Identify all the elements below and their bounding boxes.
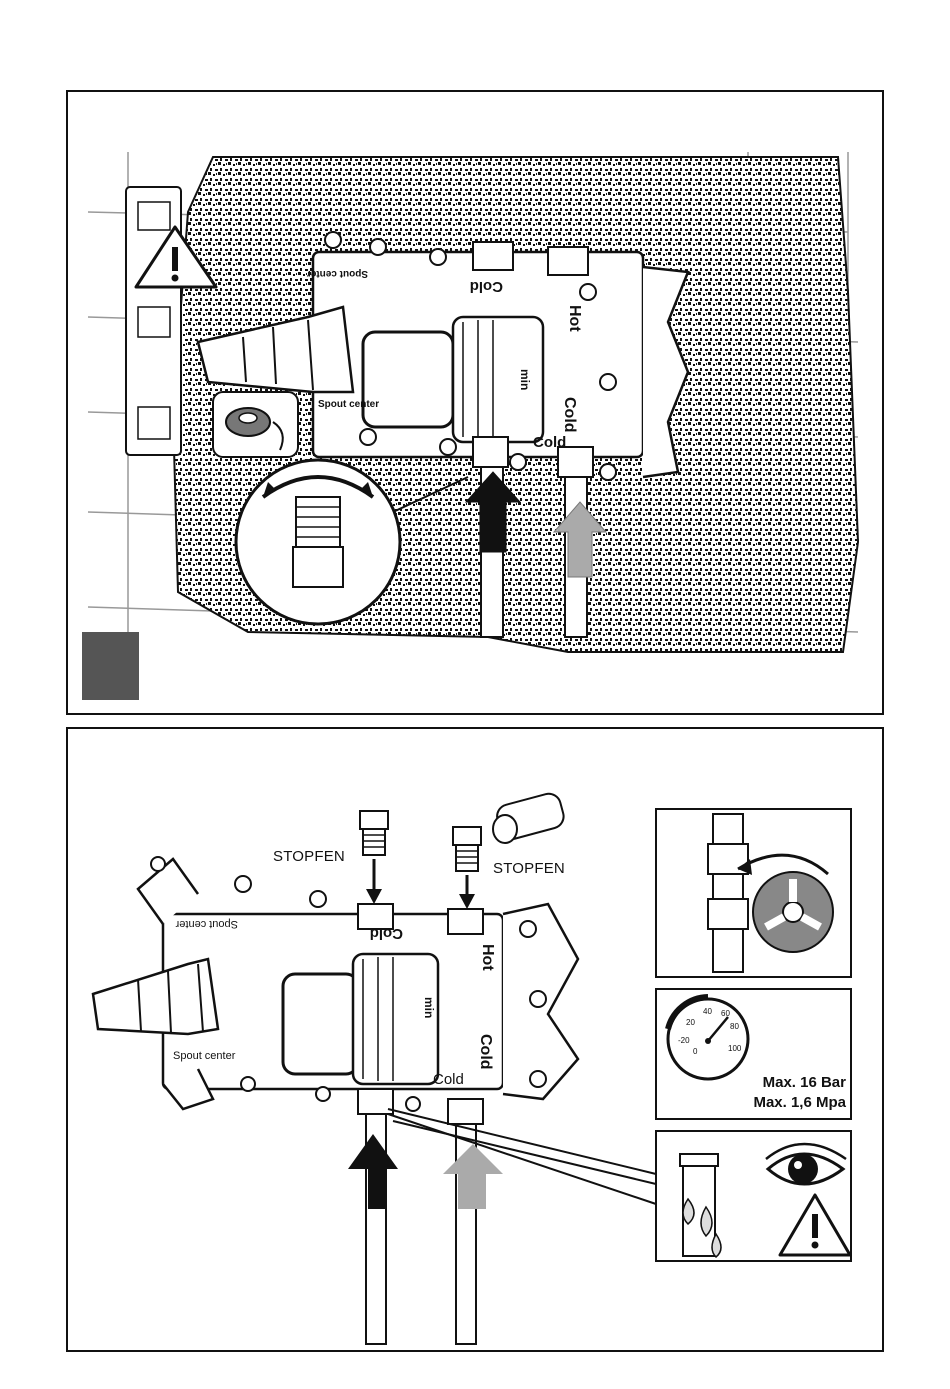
thread-tape-icon (213, 392, 298, 457)
label-stopfen-left: STOPFEN (273, 848, 345, 865)
mixer-body (93, 857, 578, 1344)
pressure-test-illustration: Cold Hot Cold Cold Spout center Spout ce… (68, 729, 882, 1350)
label-spout-center-top: Spout center (175, 918, 238, 930)
label-min: min (518, 369, 532, 390)
leak-check-box (656, 1131, 851, 1261)
svg-text:80: 80 (730, 1022, 739, 1031)
spirit-level-icon (126, 187, 181, 455)
label-cold-top: Cold (370, 925, 403, 942)
label-cold-bottom: Cold (533, 434, 566, 451)
step-marker (82, 632, 139, 700)
installation-panel-top: Cold Hot Cold Cold Spout center Spout ce… (66, 90, 884, 715)
label-cold-side: Cold (561, 397, 578, 433)
hot-inlet-arrow-icon (348, 1134, 398, 1209)
label-min: min (422, 997, 436, 1018)
plug-right-icon (453, 827, 481, 909)
label-max-bar: Max. 16 Bar (718, 1074, 846, 1091)
label-spout-center-bottom: Spout center (173, 1050, 236, 1062)
label-cold-bottom: Cold (433, 1071, 464, 1088)
svg-text:0: 0 (693, 1047, 698, 1056)
svg-text:100: 100 (728, 1044, 742, 1053)
valve-icon (656, 809, 851, 977)
svg-text:-20: -20 (678, 1036, 690, 1045)
plug-left-icon (360, 811, 388, 904)
svg-text:40: 40 (703, 1007, 712, 1016)
installation-panel-bottom: Cold Hot Cold Cold Spout center Spout ce… (66, 727, 884, 1352)
label-cold-top: Cold (470, 278, 503, 295)
thread-tape-icon (493, 791, 566, 843)
label-hot: Hot (566, 305, 583, 332)
cold-inlet-arrow-icon (443, 1144, 503, 1209)
label-spout-center-lower: Spout center (318, 399, 379, 410)
label-spout-center: Spout center (307, 268, 368, 279)
label-stopfen-right: STOPFEN (493, 860, 565, 877)
label-hot: Hot (479, 944, 496, 971)
svg-text:60: 60 (721, 1009, 730, 1018)
svg-text:20: 20 (686, 1018, 695, 1027)
wall-installation-illustration: Cold Hot Cold Cold Spout center Spout ce… (68, 92, 882, 713)
label-cold-side: Cold (477, 1034, 494, 1070)
label-max-mpa: Max. 1,6 Mpa (718, 1094, 846, 1111)
